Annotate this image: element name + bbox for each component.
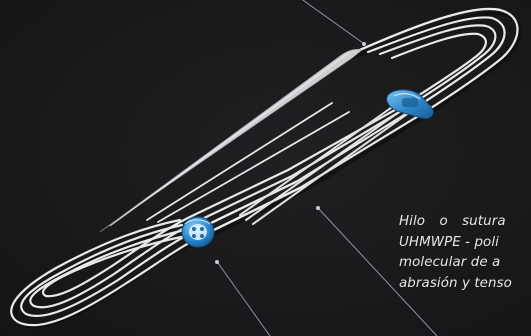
product-caption: Hilo o sutura UHMWPE - poli molecular de… [399,212,531,322]
pointer-dot-middle [316,206,320,210]
blue-button-icon [182,217,214,247]
caption-line-4: abrasión y tenso [399,274,531,295]
pointer-dot-top [362,42,366,46]
caption-line-1: Hilo o sutura [399,212,531,233]
caption-line-2: UHMWPE - poli [399,233,531,254]
pointer-dot-bottom [215,260,219,264]
caption-line-3: molecular de a [399,253,531,274]
